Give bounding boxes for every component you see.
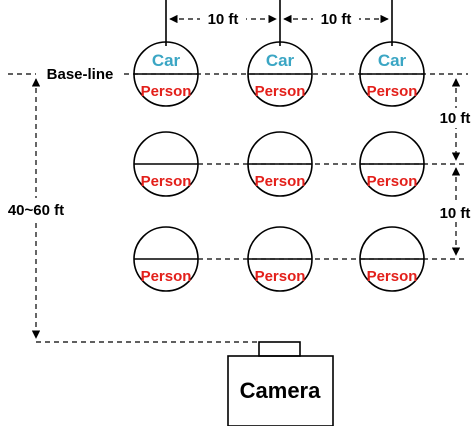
h-spacing-label-1: 10 ft xyxy=(208,11,239,28)
person-label: Person xyxy=(255,83,306,100)
v-spacing-label-1: 10 ft xyxy=(440,110,471,127)
v-spacing-label-2: 10 ft xyxy=(440,205,471,222)
car-label: Car xyxy=(378,51,407,70)
person-label: Person xyxy=(255,268,306,285)
person-label: Person xyxy=(255,173,306,190)
camera-lens xyxy=(258,341,301,357)
h-spacing-label-2: 10 ft xyxy=(321,11,352,28)
target-circle: Person xyxy=(247,226,313,292)
baseline-label: Base-line xyxy=(47,66,114,83)
target-circle: Person xyxy=(359,226,425,292)
camera-body xyxy=(227,355,334,426)
target-circle: Person xyxy=(133,131,199,197)
target-circle: Person xyxy=(359,131,425,197)
person-label: Person xyxy=(141,83,192,100)
person-label: Person xyxy=(141,268,192,285)
person-label: Person xyxy=(367,83,418,100)
car-label: Car xyxy=(152,51,181,70)
person-label: Person xyxy=(367,173,418,190)
car-label: Car xyxy=(266,51,295,70)
person-label: Person xyxy=(141,173,192,190)
target-circle: Person xyxy=(247,131,313,197)
distance-label: 40~60 ft xyxy=(8,202,64,219)
target-circle: Person xyxy=(133,226,199,292)
person-label: Person xyxy=(367,268,418,285)
camera-label: Camera xyxy=(240,378,321,403)
